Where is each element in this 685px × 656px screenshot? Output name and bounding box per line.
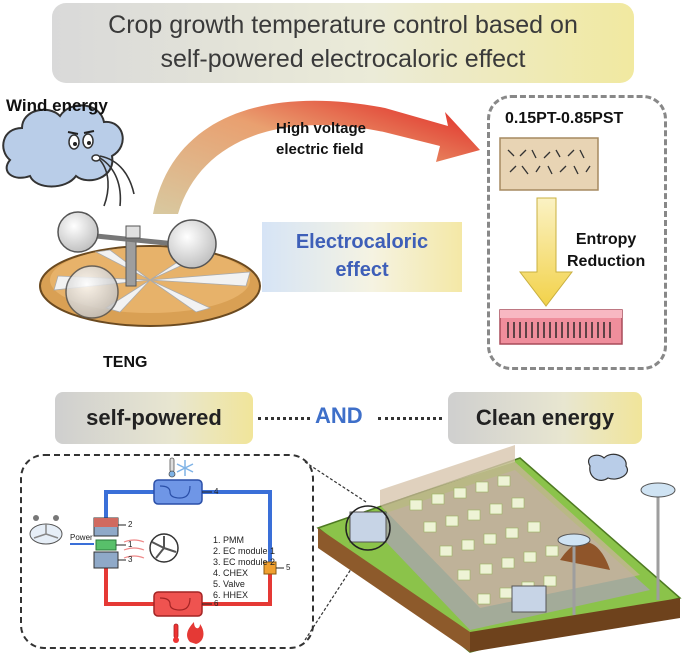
material-block-bottom [499,309,623,345]
callout-4: 4 [214,487,219,496]
material-block-top [499,137,599,191]
electrocaloric-line-1: Electrocaloric [295,231,429,253]
high-voltage-label: High voltage electric field [276,118,366,160]
snowflake-icon [176,460,194,476]
title-line-1: Crop growth temperature control based on [108,11,578,39]
fire-icon [187,622,204,644]
dotted-connector-right [378,417,442,420]
electrocaloric-text: Electrocaloric effect [262,228,462,284]
wind-turbine-icon [39,211,261,327]
clean-energy-pill: Clean energy [448,392,642,444]
callout-1: 1 [128,540,133,549]
legend-item: 4. CHEX [213,568,249,578]
ec-modules [70,517,119,569]
wind-turbine-circuit-icon [29,515,63,545]
fan-icon [123,533,179,563]
teng-label: TENG [103,354,148,371]
electrocaloric-line-2: effect [335,259,389,281]
callout-2: 2 [128,520,133,529]
dotted-connector-left [258,417,310,420]
greenhouse-illustration [316,445,682,653]
wind-turbine-small-icons [557,453,676,615]
high-voltage-arrow [153,100,480,214]
legend-item: 5. Valve [213,579,245,589]
legend-item: 6. HHEX [213,590,249,600]
title-line-2: self-powered electrocaloric effect [160,45,526,73]
legend-item: 1. PMM [213,535,245,545]
self-powered-pill: self-powered [55,392,253,444]
electrocaloric-box: Electrocaloric effect [262,222,462,292]
entropy-reduction-label: Entropy Reduction [567,229,645,273]
entropy-line-2: Reduction [567,253,646,270]
heating-loop [104,560,272,617]
thermometer-icon [168,457,179,643]
high-voltage-line-2: electric field [276,141,364,158]
and-label: AND [315,403,363,428]
entropy-line-1: Entropy [575,231,637,248]
callout-3: 3 [128,555,133,564]
entropy-down-arrow [518,197,574,307]
cloud-face-icon [2,104,135,207]
material-label: 0.15PT-0.85PST [505,110,624,127]
title-banner: Crop growth temperature control based on… [52,3,634,83]
callout-5: 5 [286,563,291,572]
material-dashed-box [487,95,667,370]
legend-item: 2. EC module 1 [213,546,276,556]
power-label: Power [70,533,93,542]
circuit-legend: 1. PMM 2. EC module 1 3. EC module 2 4. … [213,535,275,601]
callout-6: 6 [214,599,219,608]
high-voltage-line-1: High voltage [276,120,367,137]
wind-energy-label: Wind energy [6,96,108,115]
legend-item: 3. EC module 2 [213,557,276,567]
